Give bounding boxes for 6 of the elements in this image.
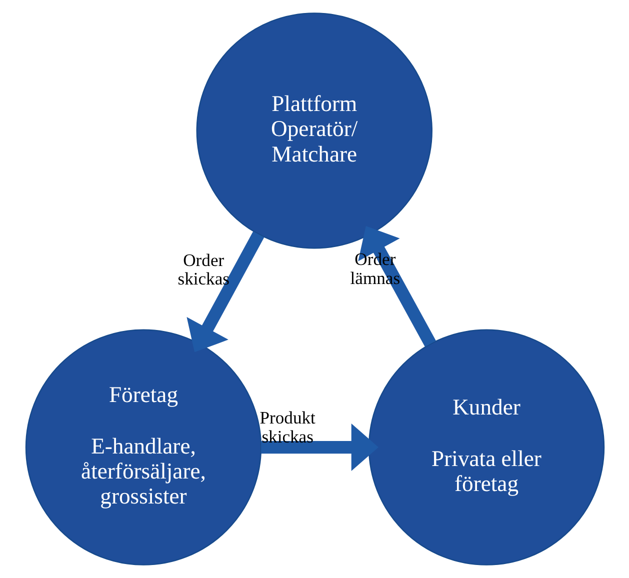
node-circle: Plattform Operatör/ Matchare xyxy=(196,12,432,249)
node-circle: Företag E-handlare, återförsäljare, grossister xyxy=(24,329,262,566)
arrow xyxy=(186,231,264,352)
node-circle: Kunder Privata eller företag xyxy=(368,329,604,566)
edge-label: Order skickas xyxy=(177,250,229,289)
arrow xyxy=(358,226,436,347)
